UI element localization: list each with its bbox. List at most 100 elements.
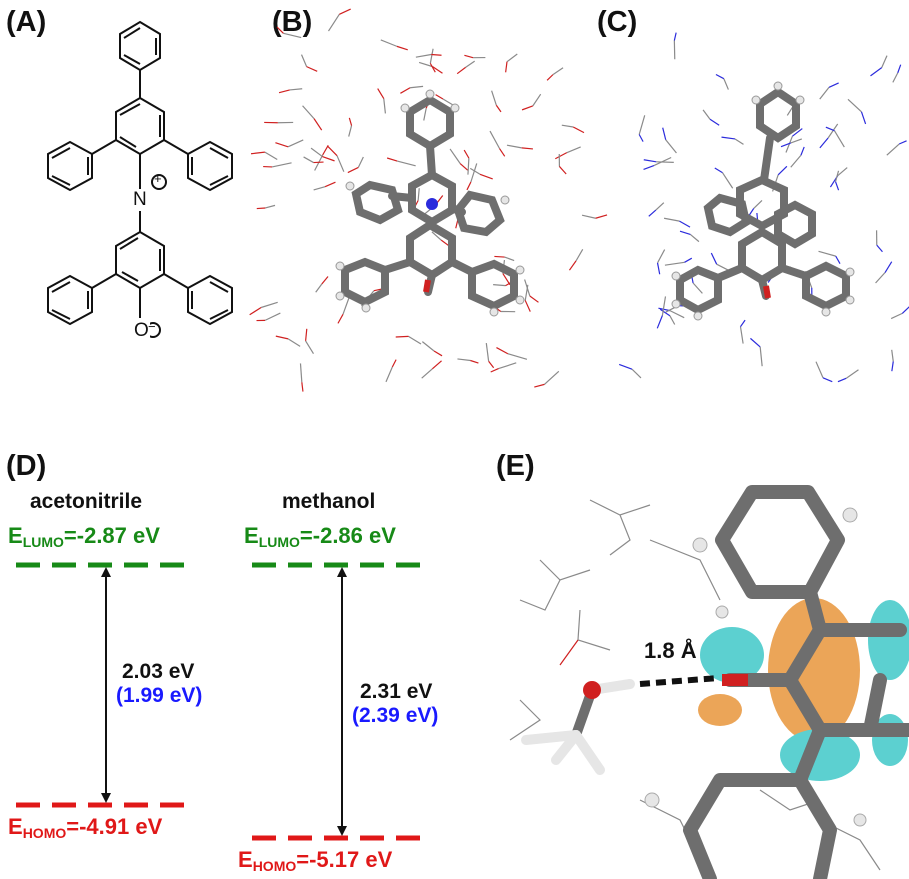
- solvent-heteroatom-bond: [715, 73, 725, 80]
- lumo-energy-acetonitrile: ELUMO=-2.87 eV: [8, 523, 160, 550]
- solvent-heteroatom-bond: [800, 146, 805, 156]
- solvent-heteroatom-bond: [721, 136, 736, 140]
- solvent-bond: [287, 338, 301, 347]
- solvent-heteroatom-bond: [658, 307, 671, 312]
- solvent-heteroatom-bond: [313, 161, 324, 164]
- solvent-bond: [544, 370, 560, 385]
- solvent-heteroatom-bond: [714, 167, 723, 174]
- solvent-bond: [264, 312, 281, 321]
- solvent-bond: [689, 233, 700, 243]
- solvent-bond: [664, 261, 685, 266]
- panel-label-e: (E): [496, 450, 535, 482]
- solvent-bond: [657, 249, 666, 264]
- solvent-heteroatom-bond: [429, 63, 436, 73]
- solvent-heteroatom-bond: [256, 207, 266, 210]
- solvent-bond: [702, 109, 711, 120]
- solvent-bond: [465, 60, 476, 68]
- solvent-bond: [348, 125, 353, 137]
- solvent-bond: [418, 61, 433, 68]
- solvent-heteroatom-bond: [463, 149, 470, 159]
- solvent-heteroatom-bond: [347, 166, 359, 174]
- hydrogen-caps-c: [671, 81, 855, 321]
- solvent-heteroatom-bond: [456, 66, 466, 75]
- solvent-bond: [892, 72, 899, 83]
- solvent-heteroatom-bond: [431, 360, 442, 370]
- solvent-heteroatom-bond: [494, 255, 505, 258]
- solvent-bond: [271, 162, 292, 168]
- hbond-distance-label: 1.8 Å: [644, 638, 697, 663]
- charge-plus: +: [154, 171, 162, 186]
- solvent-heteroatom-bond: [534, 383, 545, 388]
- solvent-bond: [385, 366, 393, 383]
- solvent-bond: [299, 363, 303, 383]
- solvent-heteroatom-bond: [595, 214, 608, 219]
- solvent-heteroatom-bond: [479, 173, 493, 180]
- solvent-bond: [653, 156, 672, 167]
- methanol-oxygen: [583, 681, 601, 699]
- solvent-bond: [489, 130, 501, 149]
- solvent-heteroatom-bond: [662, 127, 667, 140]
- solvent-bond: [875, 272, 886, 284]
- gap-experimental-acetonitrile: (1.99 eV): [116, 684, 203, 707]
- solvent-heteroatom-bond: [860, 111, 867, 125]
- solvent-bond: [469, 167, 481, 175]
- solvent-bond: [507, 353, 528, 360]
- solvent-bond: [383, 98, 387, 114]
- solvent-heteroatom-bond: [433, 350, 443, 357]
- solvent-bond: [313, 186, 326, 191]
- solvent-bond: [790, 138, 803, 144]
- solvent-bond: [655, 202, 665, 211]
- solvent-bond: [638, 115, 646, 135]
- solvent-bond: [491, 90, 497, 106]
- solvent-heteroatom-bond: [891, 361, 894, 372]
- solvent-bond: [833, 130, 845, 148]
- solvent-heteroatom-bond: [819, 137, 829, 149]
- solvent-bond: [734, 138, 744, 145]
- solvent-bond: [723, 78, 729, 90]
- solvent-heteroatom-bond: [377, 88, 385, 99]
- solvent-heteroatom-bond: [870, 67, 883, 77]
- solvent-heteroatom-bond: [278, 89, 290, 94]
- solvent-heteroatom-bond: [495, 104, 502, 113]
- solvent-heteroatom-bond: [897, 64, 902, 74]
- solvent-heteroatom-bond: [459, 163, 469, 171]
- solvent-heteroatom-bond: [313, 118, 323, 131]
- solvent-heteroatom-bond: [777, 165, 788, 176]
- dye-stick-model-c: [676, 87, 850, 315]
- dye-tubes-e: [683, 485, 909, 879]
- charge-minus: −: [148, 319, 156, 334]
- solvent-bond: [663, 217, 680, 222]
- solvent-bond: [881, 55, 888, 68]
- solvent-heteroatom-bond: [250, 151, 265, 155]
- solvent-heteroatom-bond: [876, 244, 883, 253]
- solvent-heteroatom-bond: [898, 140, 907, 145]
- solvent-bond: [449, 148, 461, 164]
- solvent-bond: [506, 144, 522, 149]
- solvent-heteroatom-bond: [709, 118, 720, 126]
- gap-calculated-acetonitrile: 2.03 eV: [122, 660, 195, 683]
- solvent-heteroatom-bond: [739, 319, 746, 328]
- solvent-bond: [421, 341, 435, 352]
- hydrogen-caps-b: [335, 89, 525, 317]
- solvent-heteroatom-bond: [249, 306, 262, 316]
- homo-energy-methanol: EHOMO=-5.17 eV: [238, 847, 393, 874]
- solvent-bond: [845, 369, 859, 379]
- solvent-bond: [819, 86, 830, 100]
- solvent-bond: [532, 93, 542, 107]
- solvent-bond: [342, 296, 351, 315]
- solvent-heteroatom-bond: [638, 134, 644, 142]
- solvent-bond: [300, 54, 308, 67]
- solvent-bond: [785, 135, 793, 153]
- solvent-heteroatom-bond: [884, 261, 893, 273]
- solvent-heteroatom-bond: [521, 105, 533, 111]
- solvent-heteroatom-bond: [837, 377, 847, 383]
- methanol-solvent-shell: [249, 8, 608, 392]
- solvent-bond: [417, 188, 420, 201]
- solvent-bond: [380, 39, 398, 47]
- solvent-bond: [498, 362, 517, 370]
- solvent-heteroatom-bond: [529, 295, 539, 303]
- solvent-heteroatom-bond: [656, 262, 661, 275]
- solvent-heteroatom-bond: [835, 255, 841, 264]
- solvent-heteroatom-bond: [348, 117, 353, 126]
